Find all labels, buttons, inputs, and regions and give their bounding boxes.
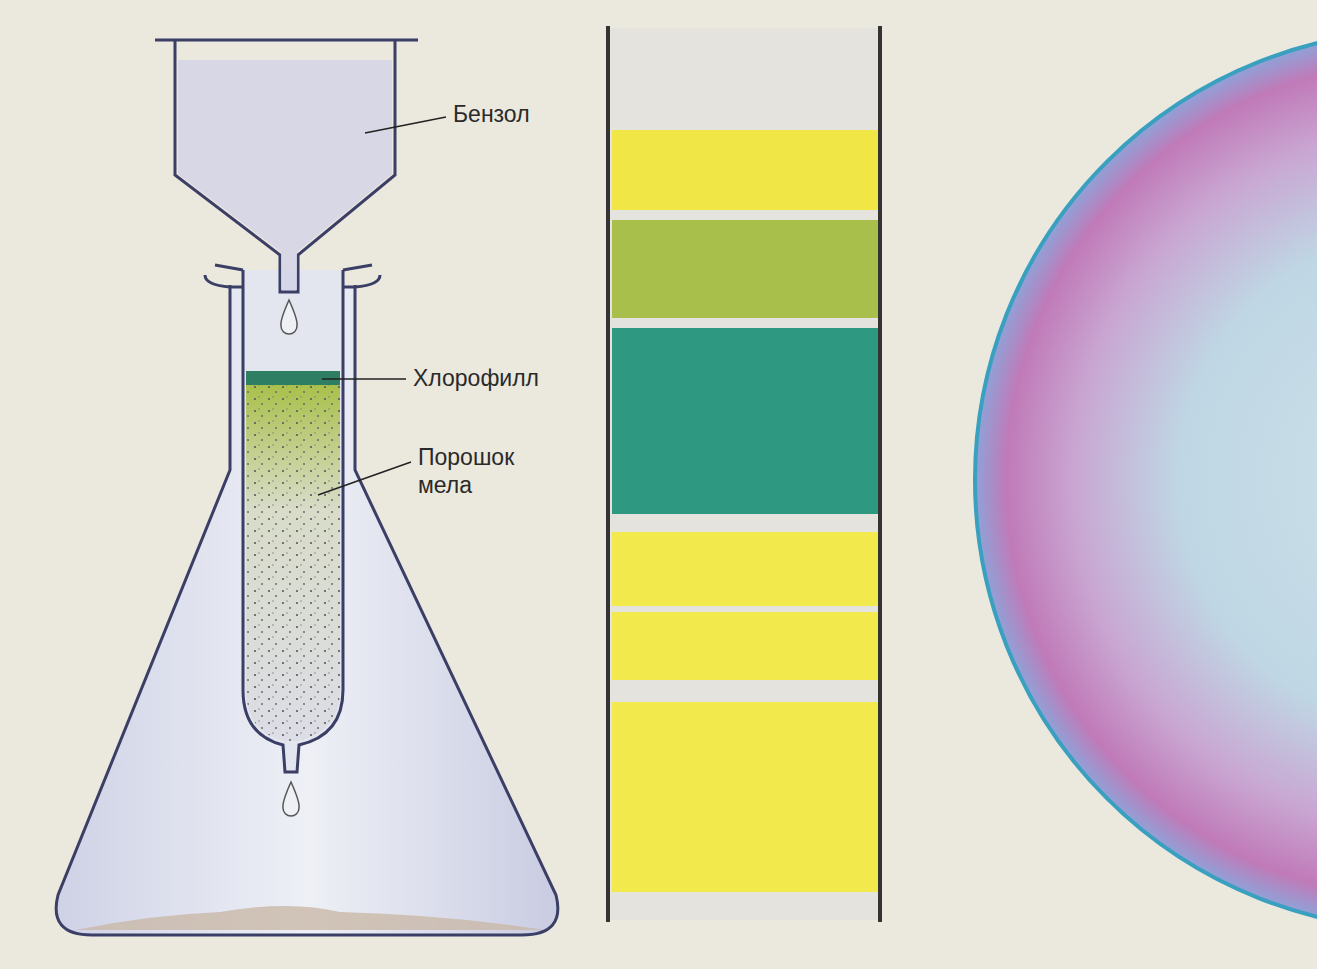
column-wall [606,26,610,922]
band [612,220,880,318]
column-wall [878,26,882,922]
part-label: Порошок мела [418,444,550,499]
part-label: Бензол [453,101,613,129]
chalk-column [246,384,340,741]
drop [281,300,297,334]
leader-line [318,462,411,495]
paper-chromatogram [975,30,1317,930]
drop [283,782,299,816]
band [612,532,880,606]
benzene [178,60,392,290]
sediment [75,906,545,930]
part-label: Хлорофилл [413,365,593,393]
funnel [155,40,418,292]
band [612,130,880,210]
column-tube [243,270,343,772]
chromatogram-ground [608,28,880,920]
band [612,702,880,892]
leader-line [322,378,406,380]
chalk-dots [246,384,340,741]
band [612,612,880,680]
chlorophyll-band [246,371,340,385]
leader-line [365,117,446,133]
band [612,328,880,514]
